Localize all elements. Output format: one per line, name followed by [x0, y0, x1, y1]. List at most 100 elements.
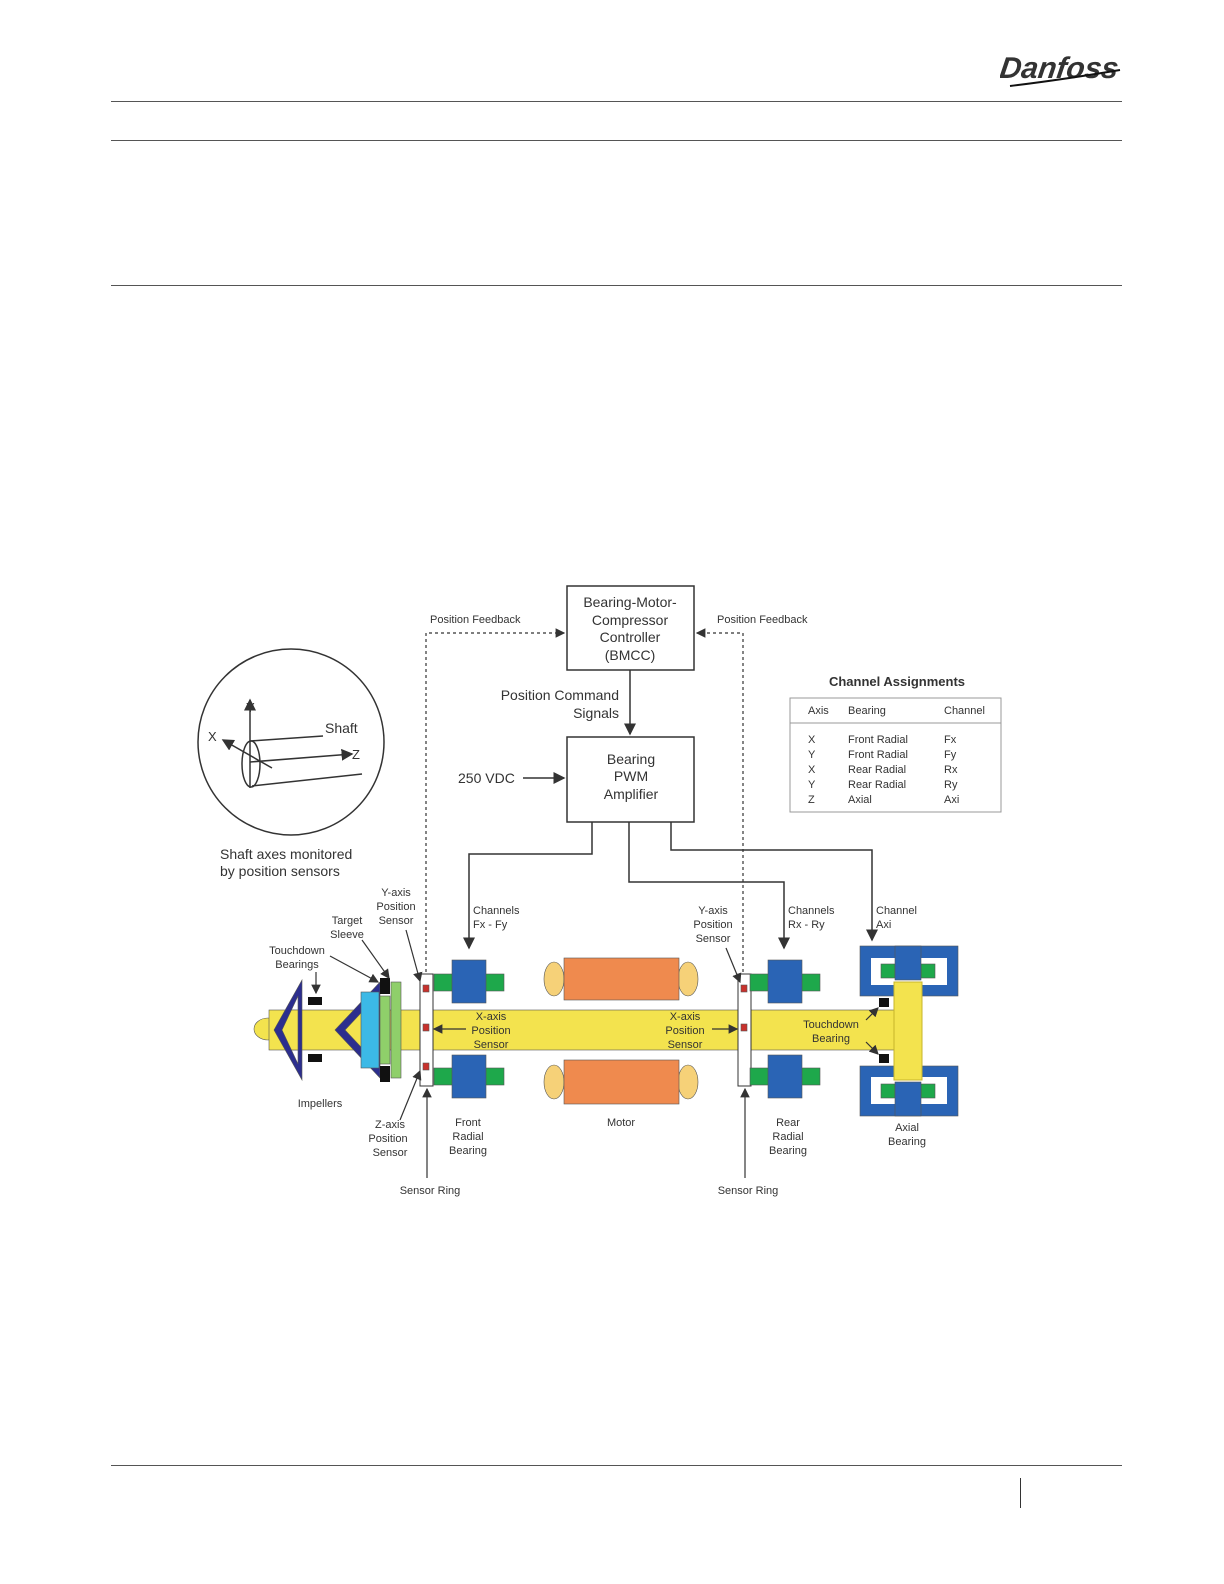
y-sensor-front-pointer: [405, 929, 423, 983]
table-cell-channel: Ry: [944, 779, 958, 791]
rear-bearing-label-3: Bearing: [769, 1145, 807, 1157]
shaft-line-bottom: [251, 773, 363, 787]
shaft-label: Shaft: [325, 720, 358, 736]
front-bearing-label-2: Radial: [452, 1131, 483, 1143]
motor-top: [563, 957, 680, 1001]
x-sensor-rear-label-3: Sensor: [668, 1039, 703, 1051]
table-cell-bearing: Rear Radial: [848, 779, 906, 791]
touchdown-rear-label-1: Touchdown: [803, 1019, 859, 1031]
channel-axial-line: [670, 822, 878, 942]
motor-end-bottom-left: [543, 1064, 565, 1100]
bmcc-label-2: Compressor: [592, 612, 669, 628]
feedback-label-left: Position Feedback: [430, 614, 521, 626]
y-sensor-rear-pointer: [725, 947, 742, 984]
table-cell-channel: Fy: [944, 749, 957, 761]
axial-bearing-label-2: Bearing: [888, 1136, 926, 1148]
axis-y-label: Y: [246, 700, 255, 715]
table-cell-bearing: Rear Radial: [848, 764, 906, 776]
vdc-label: 250 VDC: [458, 770, 515, 786]
x-sensor-rear-label-2: Position: [665, 1025, 704, 1037]
table-cell-channel: Rx: [944, 764, 958, 776]
axes-circle: [197, 648, 385, 836]
touchdown-front-label-1: Touchdown: [269, 945, 325, 957]
channel-rear-line: [628, 822, 790, 950]
feedback-label-right: Position Feedback: [717, 614, 808, 626]
rear-bearing-top-blue: [767, 959, 803, 1004]
table-cell-axis: Z: [808, 794, 815, 806]
sensor-ring-rear-label: Sensor Ring: [718, 1185, 779, 1197]
z-sensor-label-3: Sensor: [373, 1147, 408, 1159]
target-sleeve-pointer: [361, 939, 390, 979]
table-cell-axis: Y: [808, 749, 816, 761]
sensor-x-rear: [740, 1023, 748, 1032]
channel-table-title: Channel Assignments: [829, 674, 965, 689]
axial-bearing-bottom-green-left: [880, 1083, 896, 1099]
y-sensor-rear-label-2: Position: [693, 919, 732, 931]
y-sensor-front-label-3: Sensor: [379, 915, 414, 927]
amplifier-label-2: PWM: [614, 768, 648, 784]
axial-bearing-label-1: Axial: [895, 1122, 919, 1134]
touchdown-front-pointer-2: [329, 955, 380, 983]
command-label-2: Signals: [573, 705, 619, 721]
shaft-line-top: [249, 735, 324, 742]
axis-z-label: Z: [352, 747, 360, 762]
thrust-disk: [893, 981, 923, 1081]
axes-caption-1: Shaft axes monitored: [220, 846, 352, 862]
motor-end-top-right: [677, 961, 699, 997]
axial-bearing-top-green-left: [880, 963, 896, 979]
sensor-y-front: [422, 984, 430, 993]
section-rule-top: [111, 140, 1122, 141]
danfoss-logo: Danfoss: [1000, 52, 1121, 87]
channel-table-row: X Rear Radial Rx: [808, 764, 958, 776]
feedback-line-left: [425, 628, 566, 978]
axial-bearing-bottom-green-right: [920, 1083, 936, 1099]
target-sleeve-green-1: [379, 995, 391, 1065]
x-sensor-front-label-2: Position: [471, 1025, 510, 1037]
table-cell-axis: Y: [808, 779, 816, 791]
channels-rear-label-1: Channels: [788, 905, 835, 917]
touchdown-bearing-front-top: [308, 997, 322, 1005]
z-sensor-label-2: Position: [368, 1133, 407, 1145]
touchdown-block-bottom: [380, 1066, 390, 1082]
target-sleeve-green-2: [390, 981, 402, 1079]
table-cell-bearing: Front Radial: [848, 734, 908, 746]
channel-table-header-axis: Axis: [808, 705, 829, 717]
touchdown-bearing-front-bottom: [308, 1054, 322, 1062]
motor-end-top-left: [543, 961, 565, 997]
channels-front-label-2: Fx - Fy: [473, 919, 508, 931]
feedback-line-right: [695, 628, 744, 978]
channel-front-line: [463, 822, 593, 950]
axes-caption-2: by position sensors: [220, 863, 340, 879]
touchdown-rear-pointer-2: [865, 1041, 879, 1055]
table-cell-channel: Fx: [944, 734, 957, 746]
rear-bearing-label-2: Radial: [772, 1131, 803, 1143]
y-sensor-front-label-1: Y-axis: [381, 887, 411, 899]
x-sensor-rear-label-1: X-axis: [670, 1011, 701, 1023]
table-cell-channel: Axi: [944, 794, 959, 806]
sensor-y-rear: [740, 984, 748, 993]
channel-table-header: Axis Bearing Channel: [808, 705, 985, 717]
axial-bearing-top-green-right: [920, 963, 936, 979]
rear-bearing-label-1: Rear: [776, 1117, 800, 1129]
channel-table-row: Y Front Radial Fy: [808, 749, 957, 761]
channels-front-label-1: Channels: [473, 905, 520, 917]
table-cell-axis: X: [808, 734, 816, 746]
channel-table-header-channel: Channel: [944, 705, 985, 717]
axial-bearing-top-core: [894, 945, 922, 981]
touchdown-front-label-2: Bearings: [275, 959, 319, 971]
channel-table-row: Z Axial Axi: [808, 794, 959, 806]
sensor-ring-front-label: Sensor Ring: [400, 1185, 461, 1197]
front-bearing-label-3: Bearing: [449, 1145, 487, 1157]
z-sensor-label-1: Z-axis: [375, 1119, 405, 1131]
channels-rear-label-2: Rx - Ry: [788, 919, 825, 931]
header-rule: [111, 101, 1122, 102]
axial-bearing-bottom-core: [894, 1081, 922, 1117]
target-sleeve-label-1: Target: [332, 915, 363, 927]
shaft-end: [241, 740, 261, 788]
front-bearing-label-1: Front: [455, 1117, 481, 1129]
motor-end-bottom-right: [677, 1064, 699, 1100]
amplifier-label-1: Bearing: [607, 751, 655, 767]
table-cell-bearing: Front Radial: [848, 749, 908, 761]
channel-table-row: X Front Radial Fx: [808, 734, 957, 746]
sensor-z-front: [422, 1062, 430, 1071]
